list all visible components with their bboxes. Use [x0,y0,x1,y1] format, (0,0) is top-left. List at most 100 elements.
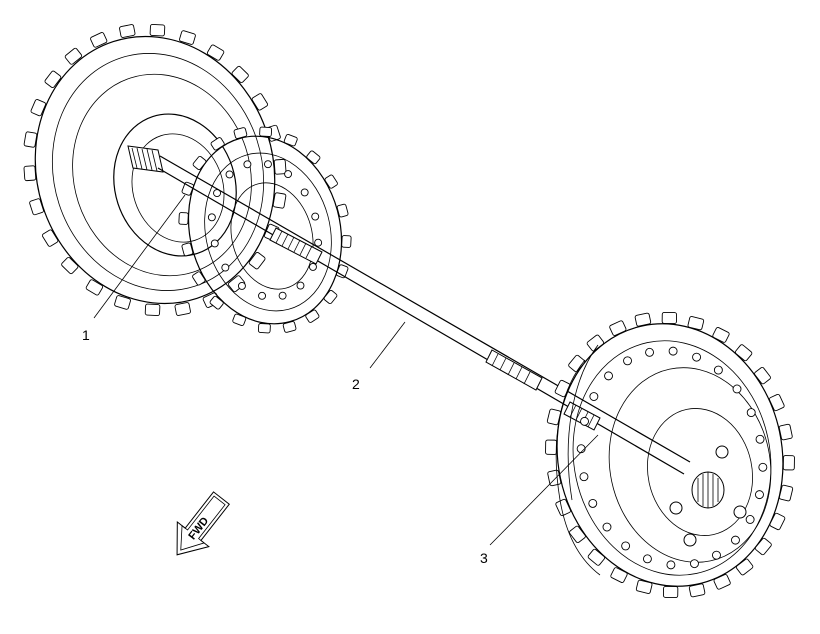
hub-bolt [604,371,613,381]
sprocket-tooth [206,44,225,61]
sprocket-tooth [305,309,320,323]
sprocket-tooth [336,264,349,279]
hub-bolt [713,365,723,375]
hub-bolt [712,550,721,560]
hub-bolt [311,212,320,221]
sprocket-tooth [114,295,131,310]
sprocket-tooth [181,181,194,196]
callout-1: 1 [82,327,90,343]
right-shaft-spline [691,471,725,509]
sprocket-tooth [635,579,653,594]
hub-bolt [602,522,612,532]
sprocket-tooth [149,24,166,37]
sprocket-tooth [568,354,586,373]
sprocket-tooth [210,137,225,151]
sprocket-tooth [713,574,731,590]
sprocket-tooth [587,548,606,566]
hub-bolt [589,392,599,401]
sprocket-tooth [782,455,795,471]
sprocket-tooth [735,558,754,576]
sprocket-tooth [769,393,785,412]
sprocket-tooth [23,165,37,182]
hub-bolt [314,238,323,247]
shaft-spline-mid-right [485,349,543,391]
hub-bolt [210,239,219,248]
hub-bolt [576,444,586,454]
sprocket-tooth [64,47,83,65]
hub-bolt [623,356,632,366]
sprocket-tooth [688,583,706,598]
sprocket-tooth [41,229,59,247]
sprocket-tooth [181,242,194,257]
hub-bolt [221,263,230,272]
sprocket-tooth [586,334,605,352]
sprocket-tooth [662,586,679,599]
hub-bolt [758,462,768,472]
sprocket-tooth [754,366,771,385]
sprocket-tooth [734,344,753,362]
sprocket-tooth [341,235,352,248]
sprocket-tooth [545,439,558,455]
hub-bolt [690,559,699,569]
sprocket-tooth [610,567,628,583]
forward-direction-arrow-icon: FWD [176,491,230,556]
sprocket-tooth [233,127,248,139]
sprocket-tooth [119,24,136,38]
sprocket-tooth [209,295,224,310]
callout-2: 2 [352,376,360,392]
sprocket-tooth [769,512,786,531]
sprocket-tooth [174,302,191,316]
left-shaft-spline [127,145,164,173]
axle-shaft [157,155,691,475]
hub-bolt [746,408,756,418]
hub-bolt [645,347,654,357]
hub-bolt [309,262,317,271]
left-sprocket-assembly [23,24,352,334]
sprocket-tooth [179,30,196,45]
hub-bolt [668,346,678,356]
sprocket-tooth [323,290,338,305]
sprocket-tooth [778,423,793,441]
sprocket-tooth [192,271,206,286]
sprocket-tooth [282,321,297,333]
sprocket-tooth [336,203,349,218]
sprocket-tooth [90,32,108,48]
hub-bolt [258,291,266,300]
sprocket-tooth [23,131,38,148]
sprocket-tooth [248,252,266,270]
right-hub-bolts [576,346,768,570]
sprocket-tooth [85,279,104,296]
sprocket-tooth [569,525,586,544]
callout-3: 3 [480,550,488,566]
sprocket-tooth [272,192,287,209]
hub-bolt [621,541,631,551]
sprocket-tooth [283,134,298,147]
hub-bolt [745,515,755,524]
left-rear-sprocket-teeth [178,126,352,334]
left-hub-bolts [207,160,323,300]
sprocket-tooth [547,469,562,487]
hub-bolt [692,352,702,362]
sprocket-tooth [29,198,44,216]
sprocket-tooth [259,126,273,137]
hub-bolt [755,434,765,444]
hub-bolt [666,560,676,570]
hub-bolt [278,291,287,300]
sprocket-tooth [257,323,271,334]
hub-bolt [579,472,589,482]
hub-bolt [207,213,216,222]
sprocket-tooth [754,537,772,556]
hub-bolt [296,281,305,290]
sprocket-tooth [178,212,189,225]
sprocket-tooth [251,93,269,111]
sprocket-tooth [778,484,794,502]
callout-leaders [93,194,599,546]
hub-bolt [284,170,293,178]
sprocket-tooth [687,316,705,331]
sprocket-tooth [44,70,62,88]
sprocket-tooth [144,303,161,316]
sprocket-tooth [30,99,47,117]
hub-bolt [580,416,589,426]
sprocket-tooth [609,320,627,336]
